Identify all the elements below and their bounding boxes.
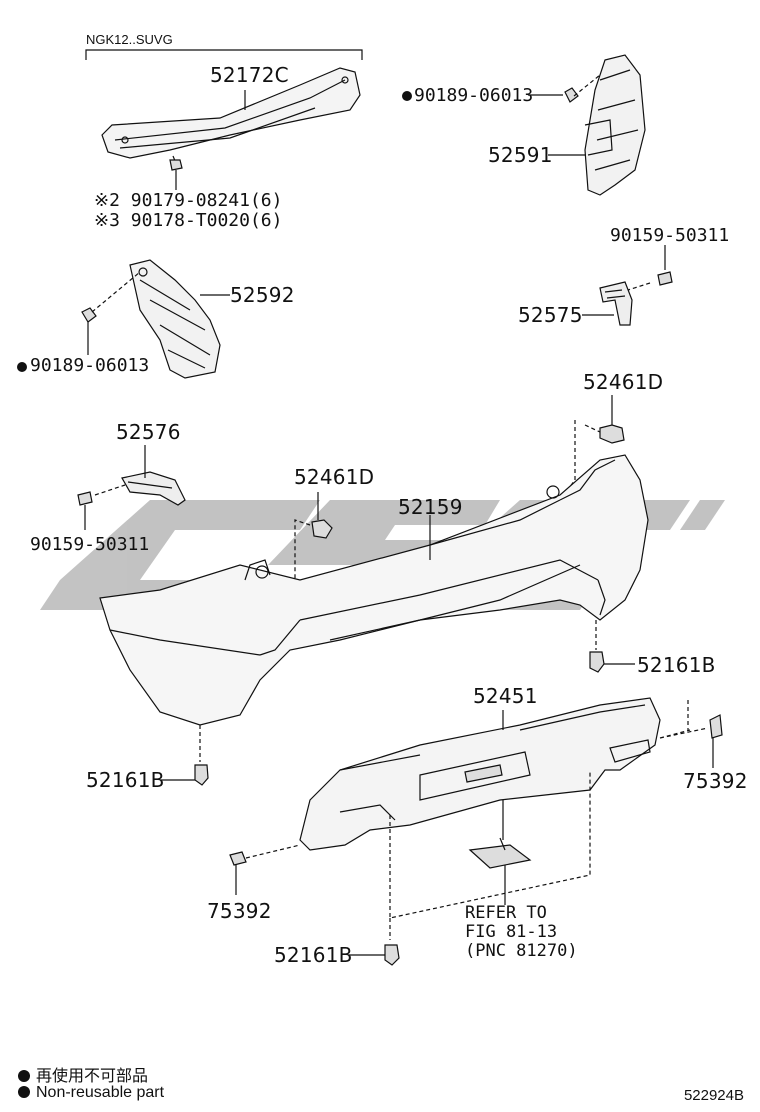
label-52461D-mid[interactable]: 52461D bbox=[294, 465, 375, 489]
label-90159-50311-right[interactable]: 90159-50311 bbox=[610, 225, 730, 246]
label-75392-right[interactable]: 75392 bbox=[683, 769, 748, 793]
part-52576-bracket bbox=[121, 471, 186, 506]
part-52451-rear-garnish bbox=[299, 697, 661, 851]
label-52575[interactable]: 52575 bbox=[518, 303, 583, 327]
legend-en-text: Non-reusable part bbox=[36, 1084, 165, 1101]
label-52172C[interactable]: 52172C bbox=[210, 63, 289, 87]
label-90179-08241[interactable]: ※2 90179-08241(6) bbox=[94, 190, 283, 211]
label-52161B-bottom[interactable]: 52161B bbox=[274, 943, 353, 967]
part-52592-bracket bbox=[129, 259, 221, 379]
refer-line-3: (PNC 81270) bbox=[465, 941, 578, 961]
label-75392-left[interactable]: 75392 bbox=[207, 899, 272, 923]
bullet-icon bbox=[18, 1086, 30, 1098]
label-52591[interactable]: 52591 bbox=[488, 143, 553, 167]
model-note-label: NGK12..SUVG bbox=[86, 32, 173, 47]
diagram-code: 522924B bbox=[683, 1087, 744, 1104]
legend-en: Non-reusable part bbox=[18, 1084, 164, 1102]
part-52172C-reinforcement bbox=[101, 67, 361, 171]
label-52461D-right[interactable]: 52461D bbox=[583, 370, 664, 394]
part-52575-bracket bbox=[599, 281, 633, 326]
refer-note: REFER TO FIG 81-13 (PNC 81270) bbox=[465, 904, 578, 961]
label-90189-06013-top[interactable]: 90189-06013 bbox=[414, 85, 534, 106]
label-52161B-right[interactable]: 52161B bbox=[637, 653, 716, 677]
legend-jp-text: 再使用不可部品 bbox=[36, 1068, 149, 1085]
label-90178-T0020[interactable]: ※3 90178-T0020(6) bbox=[94, 210, 283, 231]
part-52591-bracket bbox=[584, 54, 646, 196]
refer-line-2: FIG 81-13 bbox=[465, 922, 558, 942]
label-90189-06013-left[interactable]: 90189-06013 bbox=[30, 355, 150, 376]
label-52161B-left[interactable]: 52161B bbox=[86, 768, 165, 792]
refer-line-1: REFER TO bbox=[465, 903, 547, 923]
label-90159-50311-left[interactable]: 90159-50311 bbox=[30, 534, 150, 555]
part-52159-bumper-cover bbox=[99, 454, 649, 726]
label-52592[interactable]: 52592 bbox=[230, 283, 295, 307]
label-52451[interactable]: 52451 bbox=[473, 684, 538, 708]
legend-jp: 再使用不可部品 bbox=[18, 1062, 148, 1086]
label-52576[interactable]: 52576 bbox=[116, 420, 181, 444]
bullet-icon bbox=[18, 1070, 30, 1082]
label-52159[interactable]: 52159 bbox=[398, 495, 463, 519]
